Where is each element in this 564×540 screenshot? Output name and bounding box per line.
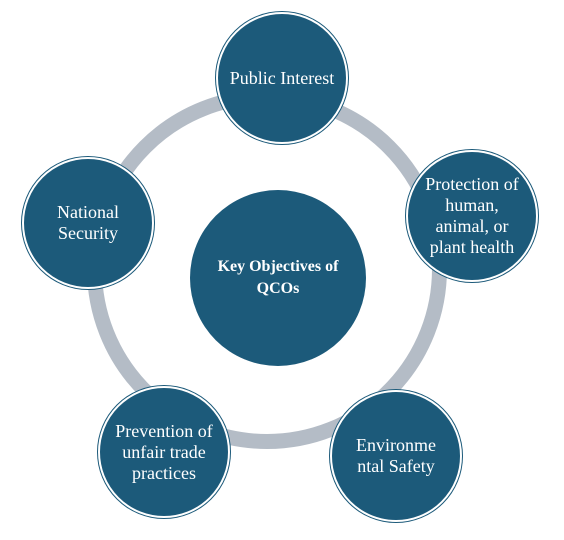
- node-label: Public Interest: [229, 67, 335, 88]
- node-label: Prevention of unfair trade practices: [115, 420, 213, 483]
- node-environmental-safety: Environme ntal Safety: [330, 390, 462, 522]
- center-node-label: Key Objectives of QCOs: [217, 258, 339, 297]
- node-public-interest: Public Interest: [216, 12, 348, 144]
- node-label: National Security: [57, 202, 119, 243]
- node-label: Environme ntal Safety: [356, 435, 436, 476]
- node-national-security: National Security: [22, 157, 154, 289]
- node-protection-of-health: Protection of human, animal, or plant he…: [406, 150, 538, 282]
- node-prevention-of-unfair-trade: Prevention of unfair trade practices: [98, 386, 230, 518]
- node-label: Protection of human, animal, or plant he…: [425, 174, 519, 257]
- center-node: Key Objectives of QCOs: [190, 190, 366, 366]
